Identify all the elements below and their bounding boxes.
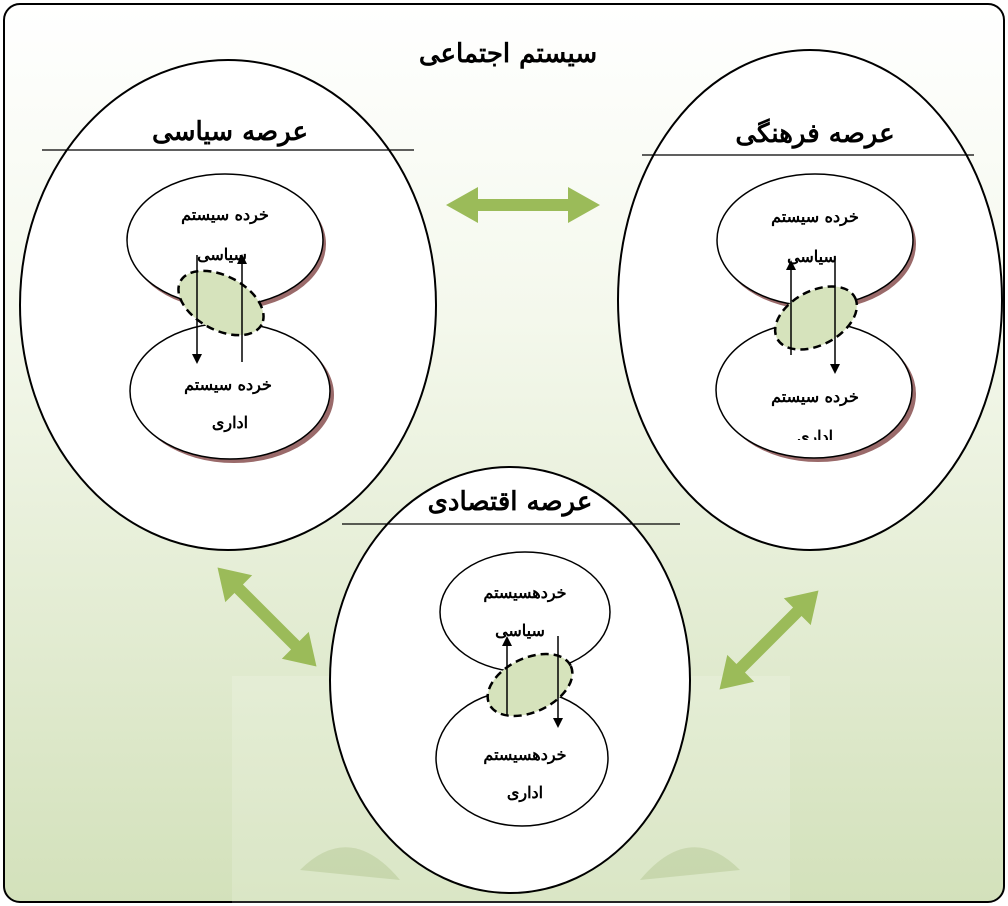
cultural-economic-double-arrow xyxy=(719,590,819,690)
political-cultural-double-arrow xyxy=(446,187,600,223)
economic-overlap-ellipse xyxy=(486,652,574,718)
economic-upper-line1: خردهسیستم xyxy=(483,583,566,603)
cultural-upper-subsystem xyxy=(716,173,914,307)
cultural-overlap-ellipse xyxy=(773,285,859,351)
political-arena-title: عرصه سیاسی xyxy=(152,117,308,147)
cultural-lower-line2: اداری xyxy=(797,427,833,447)
economic-lower-line2: اداری xyxy=(507,783,543,803)
political-lower-line2: اداری xyxy=(212,413,248,433)
cultural-upper-line1: خرده سیستم xyxy=(771,207,859,227)
political-arena: عرصه سیاسی خرده سیستم سیاسی خرده سیستم ا… xyxy=(19,59,437,551)
economic-arena-title: عرصه اقتصادی xyxy=(428,487,593,517)
economic-upper-line2: سیاسی xyxy=(495,621,545,640)
relation-arrows xyxy=(217,187,819,690)
economic-upper-subsystem xyxy=(439,551,611,673)
political-upper-line1: خرده سیستم xyxy=(181,205,269,225)
diagram-title: سیستم اجتماعی xyxy=(419,39,597,69)
economic-lower-line1: خردهسیستم xyxy=(483,745,566,765)
political-lower-line1: خرده سیستم xyxy=(184,375,272,395)
economic-arena: عرصه اقتصادی خردهسیستم سیاسی خردهسیستم ا… xyxy=(329,466,691,894)
political-upper-line2: سیاسی xyxy=(197,245,247,264)
cultural-arena: عرصه فرهنگی خرده سیستم سیاسی خرده سیستم … xyxy=(617,49,1003,551)
cultural-lower-line1: خرده سیستم xyxy=(771,387,859,407)
cultural-arena-title: عرصه فرهنگی xyxy=(735,118,894,149)
cultural-upper-line2: سیاسی xyxy=(787,247,837,266)
political-economic-double-arrow xyxy=(217,567,317,667)
